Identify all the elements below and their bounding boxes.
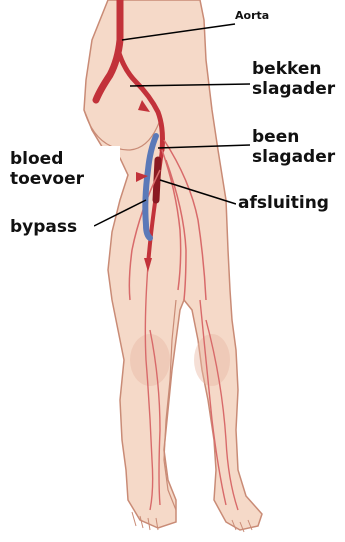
label-bekken-slagader: bekken slagader <box>252 60 335 99</box>
label-bloed-line1: bloed <box>10 150 84 170</box>
label-been-line2: slagader <box>252 148 335 168</box>
label-aorta: Aorta <box>235 10 269 23</box>
label-afsluiting: afsluiting <box>238 194 329 214</box>
label-bloed-toevoer: bloed toevoer <box>10 150 84 189</box>
label-bekken-line2: slagader <box>252 80 335 100</box>
label-bekken-line1: bekken <box>252 60 335 80</box>
label-been-line1: been <box>252 128 335 148</box>
knee-shade-left <box>130 334 170 386</box>
label-been-slagader: been slagader <box>252 128 335 167</box>
label-bypass: bypass <box>10 218 77 238</box>
label-bloed-line2: toevoer <box>10 170 84 190</box>
occlusion-segment <box>156 160 158 200</box>
